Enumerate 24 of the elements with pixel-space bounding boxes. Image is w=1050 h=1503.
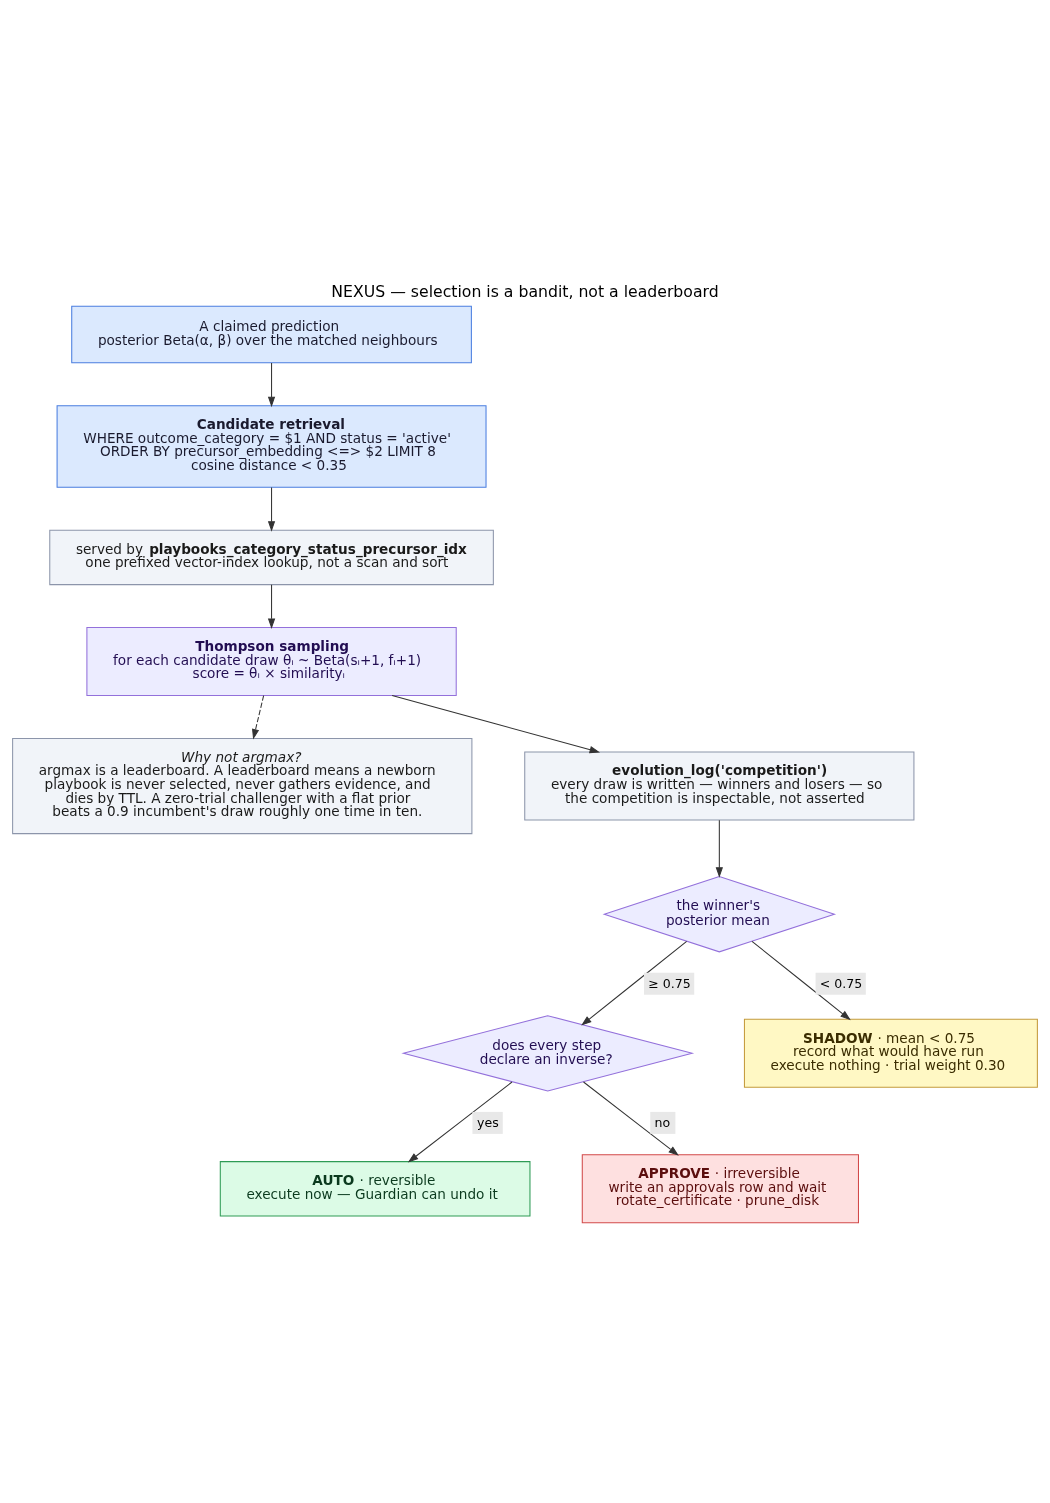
- node-box: AUTO · reversible execute now — Guardian can undo it: [219, 1161, 531, 1217]
- arrow: [391, 695, 601, 754]
- node-box: APPROVE · irreversible write an approvals row and wait rotate_certificate · prune_disk: [581, 1154, 859, 1224]
- edge-label: no: [654, 1114, 671, 1130]
- node-diamond: the winner's posterior mean: [602, 875, 837, 953]
- node-box: Why not argmax? argmax is a leaderboard. A leaderboard means a newborn playbook is never selected, never gathers evidence, and dies by TTL. A zero-trial challenger with a flat prior beats a 0.9 incumbent's draw roughly one time in ten.: [12, 737, 473, 835]
- node-box: evolution_log('competition') every draw is written — winners and losers — so the competition is inspectable, not asserted: [524, 751, 915, 821]
- arrow: [252, 695, 265, 740]
- edge-label: yes: [477, 1114, 499, 1130]
- node-box: Thompson sampling for each candidate draw θᵢ ~ Beta(sᵢ+1, fᵢ+1) score = θᵢ × similarityᵢ: [86, 627, 457, 697]
- node-box: Candidate retrieval WHERE outcome_category = $1 AND status = 'active' ORDER BY precursor_embedding <=> $2 LIMIT 8 cosine distance < 0.35: [56, 405, 487, 488]
- arrow: [715, 819, 723, 878]
- node-box: served by playbooks_category_status_precursor_idx one prefixed vector-index lookup, not a scan and sort: [49, 529, 494, 586]
- arrow: [751, 940, 851, 1021]
- diagram-title: NEXUS — selection is a bandit, not a leaderboard: [331, 281, 719, 301]
- edge-label: < 0.75: [819, 975, 863, 991]
- edge-label: ≥ 0.75: [648, 975, 691, 991]
- arrow: [267, 486, 276, 532]
- node-box: A claimed prediction posterior Beta(α, β) over the matched neighbours: [71, 305, 472, 364]
- arrow: [267, 584, 276, 629]
- arrow: [581, 940, 688, 1026]
- arrow: [407, 1081, 513, 1163]
- arrow: [267, 362, 276, 408]
- node-box: SHADOW · mean < 0.75 record what would have run execute nothing · trial weight 0.30: [743, 1018, 1038, 1088]
